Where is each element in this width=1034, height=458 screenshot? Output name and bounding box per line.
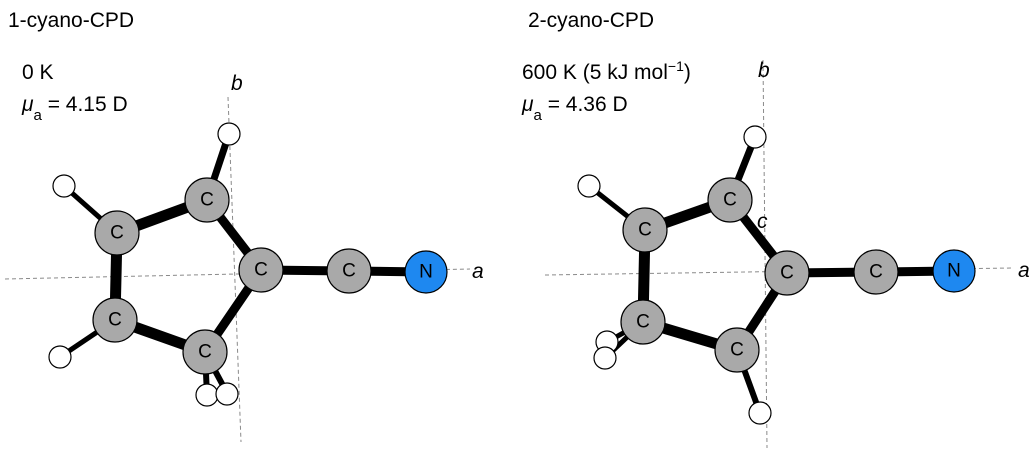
temperature-superscript: −1 <box>668 58 684 74</box>
carbon-atom-label: C <box>342 261 356 282</box>
dipole-value: = 4.15 D <box>42 93 128 116</box>
carbon-atom-label: C <box>254 260 268 281</box>
carbon-atom <box>326 248 372 294</box>
carbon-atom <box>714 327 760 373</box>
dipole-symbol: μ <box>21 93 34 116</box>
carbon-atom-label: C <box>110 223 124 244</box>
carbon-atom <box>764 250 810 296</box>
carbon-atom-label: C <box>723 190 737 211</box>
panel-title: 2-cyano-CPD <box>528 9 654 32</box>
nitrogen-atom-label: N <box>947 261 961 282</box>
dipole-subscript: a <box>34 107 43 124</box>
nitrogen-atom-label: N <box>419 262 433 283</box>
panel-title: 1-cyano-CPD <box>8 9 134 32</box>
carbon-atom-label: C <box>638 220 652 241</box>
carbon-atom <box>184 177 230 223</box>
hydrogen-atom <box>577 174 601 198</box>
carbon-atom-label: C <box>108 310 122 331</box>
carbon-atom-label: C <box>200 190 214 211</box>
carbon-atom <box>238 247 284 293</box>
carbon-atom <box>707 177 753 223</box>
carbon-atom-label: C <box>869 262 883 283</box>
axis-b-line <box>227 96 242 443</box>
panel-2-cyano-cpd: 2-cyano-CPD 600 K (5 kJ mol−1) μa = 4.36… <box>521 9 1030 449</box>
dipole-moment-label: μa = 4.15 D <box>21 93 128 124</box>
temperature-prefix: 600 K (5 kJ mol <box>522 61 668 84</box>
hydrogen-atom <box>748 401 772 425</box>
nitrogen-atom <box>404 250 448 294</box>
hydrogen-atom <box>195 383 219 407</box>
hydrogen-atom <box>48 345 72 369</box>
hydrogen-atom <box>217 122 241 146</box>
hydrogen-atom <box>52 174 76 198</box>
axis-a-label: a <box>472 260 484 283</box>
axis-a-label: a <box>1018 259 1030 282</box>
axis-c-label: c <box>757 210 768 233</box>
panel-1-cyano-cpd: 1-cyano-CPD 0 K μa = 4.15 D a b C C C <box>4 9 484 443</box>
hydrogen-atom <box>743 125 767 149</box>
dipole-symbol: μ <box>521 93 534 116</box>
carbon-atom <box>853 249 899 295</box>
carbon-atom <box>94 210 140 256</box>
axis-b-line <box>762 59 768 449</box>
carbon-atom <box>622 207 668 253</box>
dipole-value: = 4.36 D <box>542 93 628 116</box>
dipole-moment-label: μa = 4.36 D <box>521 93 628 124</box>
hydrogen-atom <box>593 346 617 370</box>
carbon-atom <box>182 329 228 375</box>
carbon-atom-label: C <box>730 340 744 361</box>
carbon-atom-label: C <box>198 342 212 363</box>
carbon-atom <box>92 297 138 343</box>
carbon-atom <box>620 299 666 345</box>
temperature-label: 0 K <box>22 61 54 84</box>
temperature-suffix: ) <box>684 61 691 84</box>
axis-b-label: b <box>758 59 770 82</box>
dipole-subscript: a <box>534 107 543 124</box>
carbon-atom-label: C <box>636 312 650 333</box>
nitrogen-atom <box>932 249 976 293</box>
carbon-atom-label: C <box>780 263 794 284</box>
axis-b-label: b <box>231 72 243 95</box>
hydrogen-atom <box>215 382 239 406</box>
temperature-label: 600 K (5 kJ mol−1) <box>522 58 691 84</box>
